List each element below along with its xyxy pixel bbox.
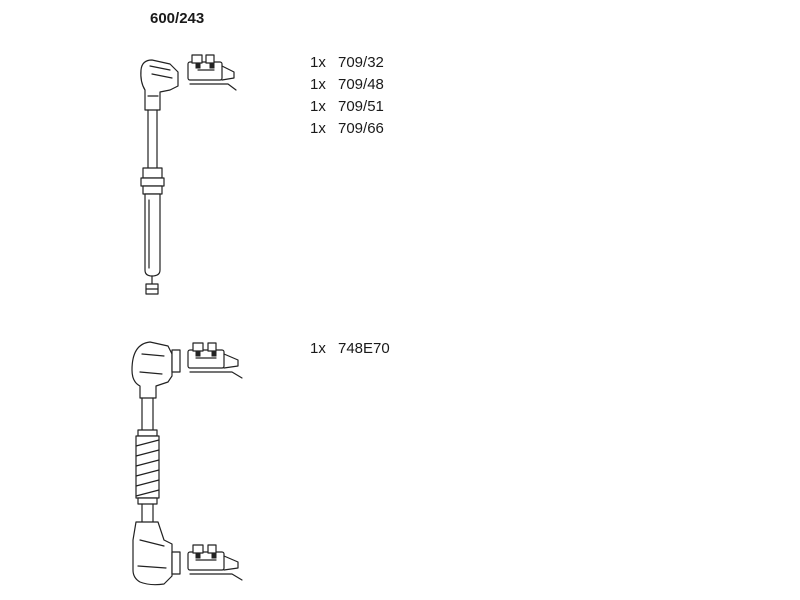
part-code: 709/32 [338, 54, 384, 71]
quantity: 1x [310, 120, 326, 137]
spark-plug-boot-angled [140, 59, 179, 111]
terminal-clip-icon [187, 54, 237, 91]
quantity: 1x [310, 76, 326, 93]
parts-list-row: 1x 709/51 [310, 96, 384, 118]
part-code: 709/48 [338, 76, 384, 93]
terminal-clip-icon [187, 544, 243, 581]
part-code: 709/66 [338, 120, 384, 137]
spark-plug-boot-angled-top [131, 341, 181, 399]
quantity: 1x [310, 54, 326, 71]
parts-list-row: 1x 709/66 [310, 118, 384, 140]
part-code: 748E70 [338, 340, 390, 357]
parts-list-row: 1x 709/32 [310, 52, 384, 74]
ignition-cable [147, 109, 158, 169]
part-number-title: 600/243 [150, 10, 205, 27]
quantity: 1x [310, 340, 326, 357]
ignition-cable [137, 397, 158, 437]
spark-plug-boot-angled-bottom [132, 521, 181, 586]
quantity: 1x [310, 98, 326, 115]
parts-list-group-1: 1x 709/32 1x 709/48 1x 709/51 1x 709/66 [310, 52, 384, 140]
parts-list-group-2: 1x 748E70 [310, 338, 390, 360]
terminal-clip-icon [187, 342, 243, 379]
parts-list-row: 1x 748E70 [310, 338, 390, 360]
ignition-cable [141, 503, 154, 523]
parts-list-row: 1x 709/48 [310, 74, 384, 96]
coil-boot-ribbed [140, 167, 165, 277]
part-code: 709/51 [338, 98, 384, 115]
coil-terminal-pin [145, 275, 159, 295]
cable-spiral-sleeve [135, 435, 160, 505]
